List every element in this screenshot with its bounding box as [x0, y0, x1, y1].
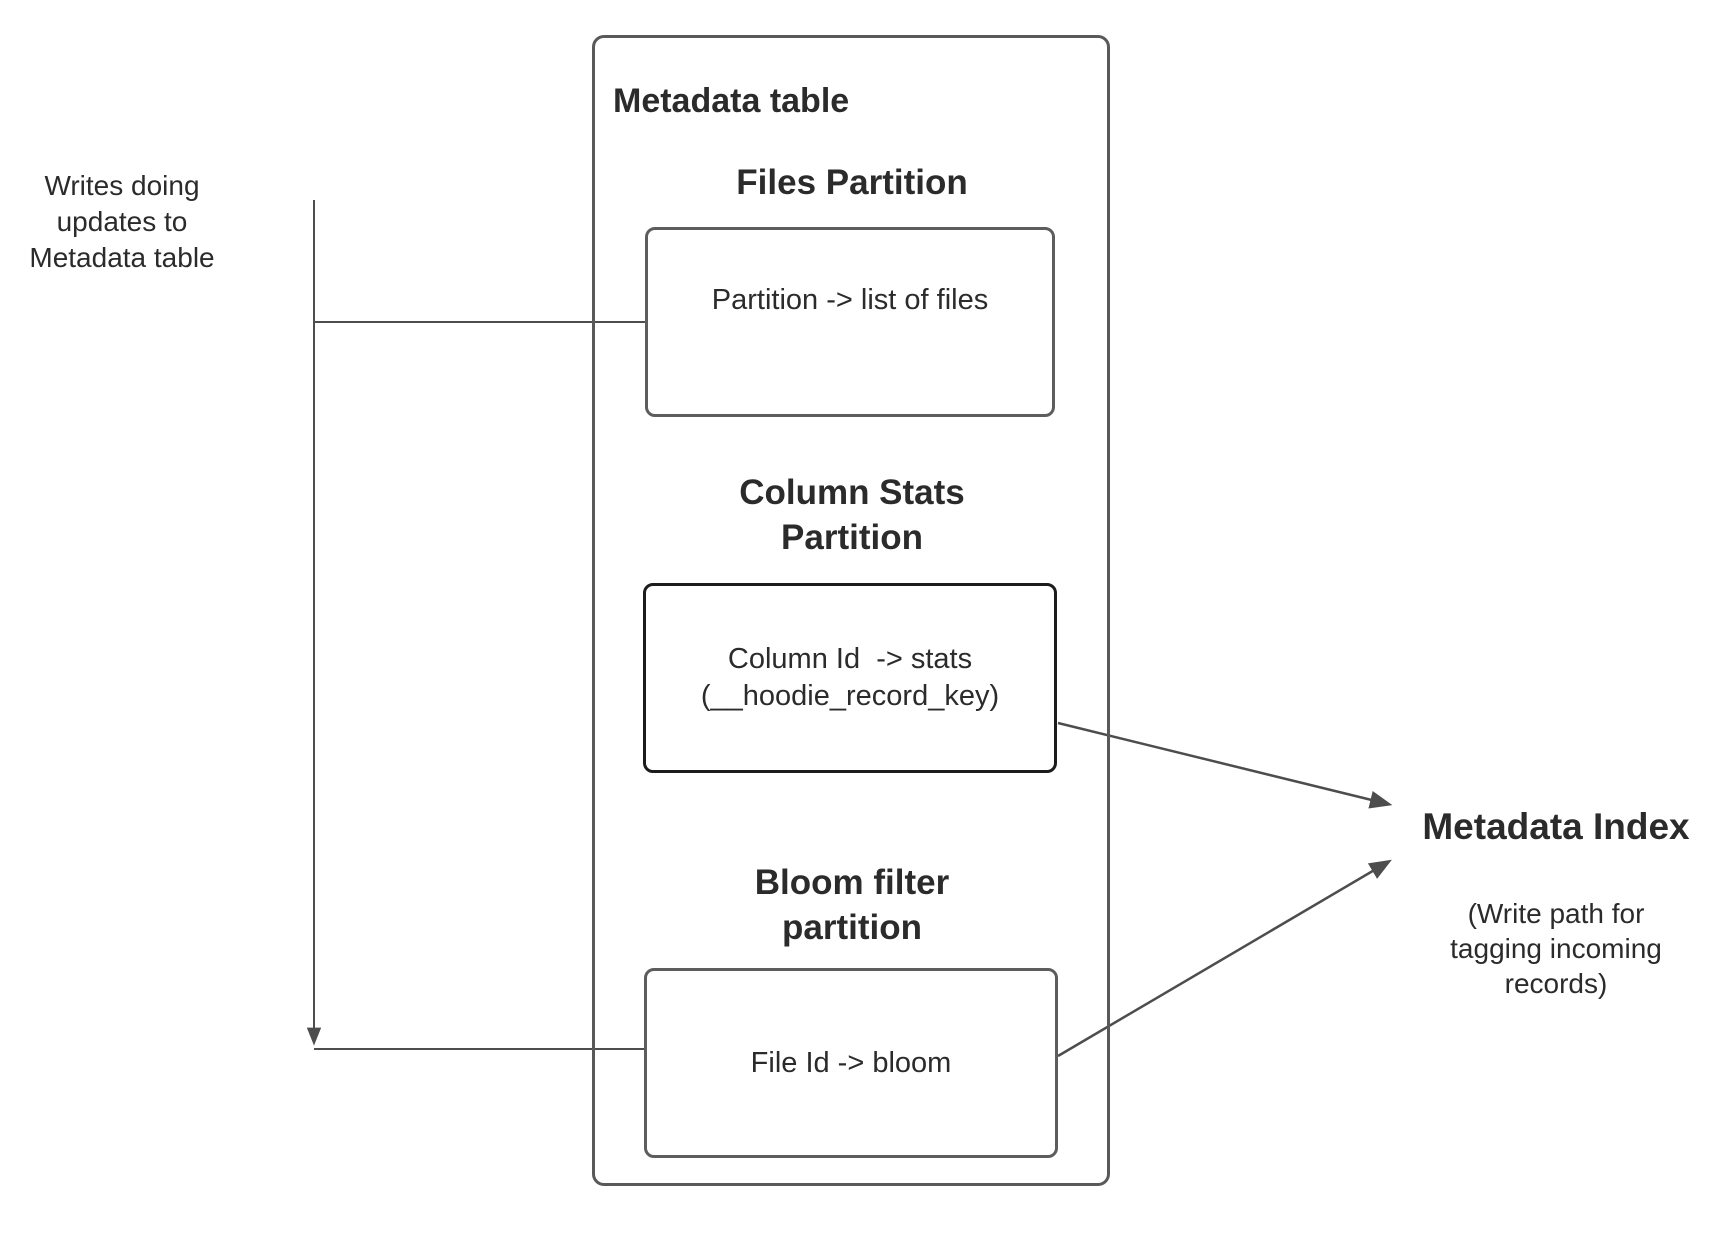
column-stats-partition-heading: Column Stats Partition	[739, 473, 965, 557]
metadata-table-title: Metadata table	[613, 82, 850, 120]
metadata-index-title: Metadata Index	[1422, 806, 1690, 847]
bloom-filter-partition-mapping: File Id -> bloom	[750, 1046, 952, 1079]
metadata-table-box	[592, 35, 1110, 1186]
files-partition-box: Partition -> list of files	[645, 227, 1055, 417]
column-stats-partition-box: Column Id -> stats (__hoodie_record_key)	[643, 583, 1057, 773]
files-partition-heading: Files Partition	[736, 163, 968, 202]
column-stats-partition-mapping: Column Id -> stats (__hoodie_record_key)	[700, 643, 1000, 712]
writes-note: Writes doing updates to Metadata table	[29, 170, 215, 273]
bloom-filter-partition-heading: Bloom filter partition	[754, 863, 950, 947]
files-partition-mapping: Partition -> list of files	[711, 284, 989, 316]
metadata-index-note: (Write path for tagging incoming records…	[1450, 898, 1662, 999]
bloom-filter-partition-box: File Id -> bloom	[644, 968, 1058, 1158]
